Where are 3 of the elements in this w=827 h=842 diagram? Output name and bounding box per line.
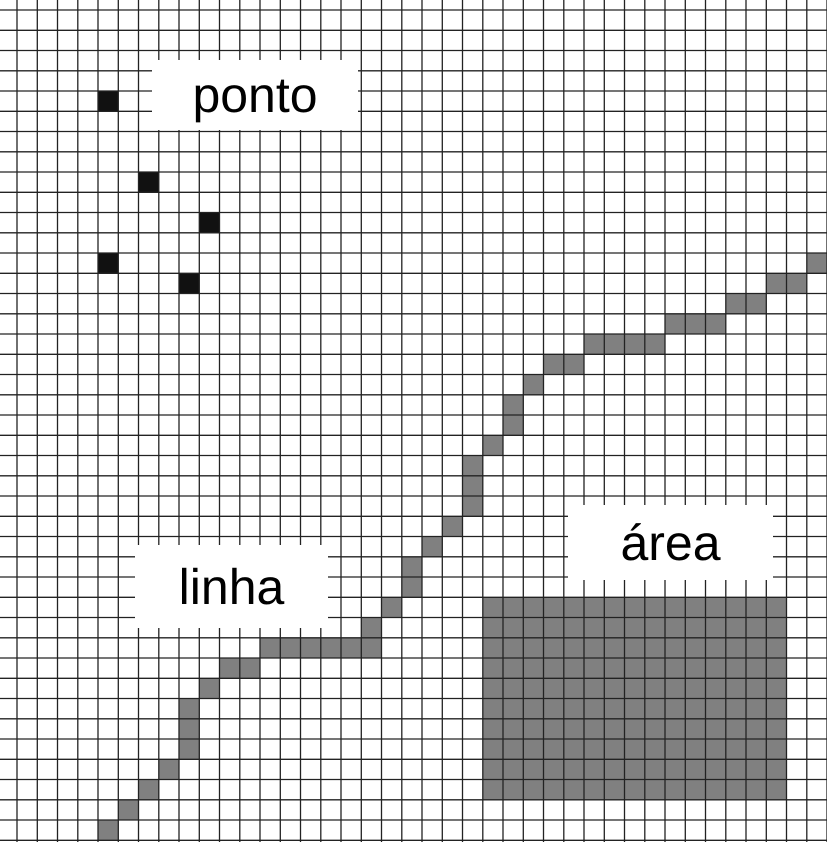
map-label: linha <box>135 545 328 628</box>
map-label: ponto <box>152 60 358 130</box>
map-label: área <box>568 505 773 580</box>
